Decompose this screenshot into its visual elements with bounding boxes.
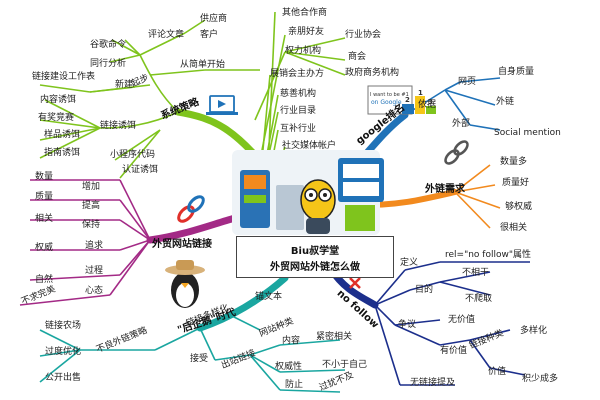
node-quality: 质量 xyxy=(35,192,54,202)
node-good-quality: 质量好 xyxy=(502,178,530,188)
node-review-article: 评论文章 xyxy=(148,30,185,40)
node-anchor-text: 锚文本 xyxy=(255,292,283,302)
node-prevent: 防止 xyxy=(285,380,304,390)
node-pursue: 追求 xyxy=(85,241,104,251)
node-diversification: 多样化 xyxy=(520,326,548,336)
node-content: 内容 xyxy=(282,336,301,346)
node-link-bait: 链接诱饵 xyxy=(100,121,137,131)
node-other-partners: 其他合作商 xyxy=(282,8,328,18)
node-link-farm: 链接农场 xyxy=(45,321,82,331)
robot-mascot xyxy=(300,179,336,234)
node-google-command: 谷歌命令 xyxy=(90,40,127,50)
podium-sign-line-1: I want to be #1 xyxy=(370,92,409,98)
google-podium-icon: I want to be #1 on Google 1 2 3 xyxy=(367,85,436,115)
node-basis: 依据 xyxy=(418,100,437,110)
node-industry-directory: 行业目录 xyxy=(280,106,317,116)
node-contest: 有奖竞赛 xyxy=(38,113,75,123)
node-complementary: 互补行业 xyxy=(280,124,317,134)
penguin-mascot xyxy=(165,260,205,308)
branch-title-demand: 外链需求 xyxy=(425,184,465,195)
podium-1: 1 xyxy=(418,89,423,97)
post-sub-lines xyxy=(39,299,346,393)
google-sub-lines xyxy=(404,77,501,131)
node-mindset: 心态 xyxy=(85,286,104,296)
node-competitor-analysis: 同行分析 xyxy=(90,59,127,69)
node-has-value: 有价值 xyxy=(440,346,468,356)
node-external: 外部 xyxy=(452,119,471,129)
node-gov-org: 政府商务机构 xyxy=(345,68,400,78)
node-guide-bait: 指南诱饵 xyxy=(44,148,81,158)
node-social-mention: Social mention xyxy=(494,128,561,138)
node-irrelevant: 不相干 xyxy=(462,268,490,278)
node-increase: 增加 xyxy=(82,182,101,192)
node-accumulate: 积少成多 xyxy=(522,374,559,384)
node-authority-trade: 权威 xyxy=(35,243,54,253)
node-mini-program-code: 小程序代码 xyxy=(110,150,156,160)
node-no-value: 无价值 xyxy=(448,315,476,325)
node-value: 价值 xyxy=(488,367,507,377)
node-new: 新建 xyxy=(115,80,134,90)
podium-3: 3 xyxy=(428,98,433,106)
center-subtitle: 外贸网站外链怎么做 xyxy=(270,262,360,273)
node-webpage: 网页 xyxy=(458,77,477,87)
podium-2: 2 xyxy=(405,96,410,104)
node-expo-host: 展销会主办方 xyxy=(270,69,325,79)
node-maintain: 保持 xyxy=(82,220,101,230)
center-title: Biu叔学堂 xyxy=(290,246,340,257)
node-dispute: 争议 xyxy=(398,320,417,330)
node-content-bait: 内容诱饵 xyxy=(40,95,77,105)
node-authority: 权力机构 xyxy=(285,46,322,56)
node-closely-related: 紧密相关 xyxy=(316,332,353,342)
node-start-simple: 从简单开始 xyxy=(180,60,226,70)
nofollow-sub-lines xyxy=(374,261,530,386)
node-charity: 慈善机构 xyxy=(280,89,317,99)
branch-line-trade xyxy=(146,214,239,244)
node-external-link: 外链 xyxy=(496,97,515,107)
node-rel-attr: rel="no follow"属性 xyxy=(445,250,531,260)
node-authoritativeness: 权威性 xyxy=(275,362,303,372)
node-industry-assoc: 行业协会 xyxy=(345,30,382,40)
branch-title-trade: 外贸网站链接 xyxy=(152,239,212,250)
node-client: 客户 xyxy=(200,30,219,40)
node-over-optimization: 过度优化 xyxy=(45,347,82,357)
node-process: 过程 xyxy=(85,266,104,276)
node-relevance: 相关 xyxy=(35,214,54,224)
node-quantity: 数量 xyxy=(35,172,54,182)
node-self-quality: 自身质量 xyxy=(498,67,535,77)
node-link-worksheet: 链接建设工作表 xyxy=(32,72,96,82)
node-sample-bait: 样品诱饵 xyxy=(44,130,81,140)
node-no-crawl: 不爬取 xyxy=(465,294,493,304)
node-accept: 接受 xyxy=(190,354,209,364)
node-not-less-than-self: 不小于自己 xyxy=(322,360,368,370)
trade-sub-lines xyxy=(19,179,151,306)
node-definition: 定义 xyxy=(400,258,419,268)
podium-sign-line-2: on Google xyxy=(371,99,402,106)
center-title-box: Biu叔学堂 外贸网站外链怎么做 xyxy=(236,236,394,278)
laptop-icon xyxy=(206,95,238,115)
system-sub-lines xyxy=(39,11,346,179)
node-friends-family: 亲朋好友 xyxy=(288,27,325,37)
node-authoritative: 够权威 xyxy=(505,202,533,212)
node-purpose: 目的 xyxy=(415,285,434,295)
node-natural: 自然 xyxy=(35,275,54,285)
node-large-quantity: 数量多 xyxy=(500,157,528,167)
node-improve: 提高 xyxy=(82,201,101,211)
demand-sub-lines xyxy=(454,164,501,229)
red-x-icon xyxy=(349,277,361,289)
node-social-accounts: 社交媒体帐户 xyxy=(282,141,337,151)
node-chamber: 商会 xyxy=(348,52,367,62)
node-public-sale: 公开出售 xyxy=(45,373,82,383)
node-unlinked-mention: 无链接提及 xyxy=(410,378,456,388)
node-relevant: 很相关 xyxy=(500,223,528,233)
node-supplier: 供应商 xyxy=(200,14,228,24)
node-cert-bait: 认证诱饵 xyxy=(122,165,159,175)
chain-icon xyxy=(177,140,469,223)
